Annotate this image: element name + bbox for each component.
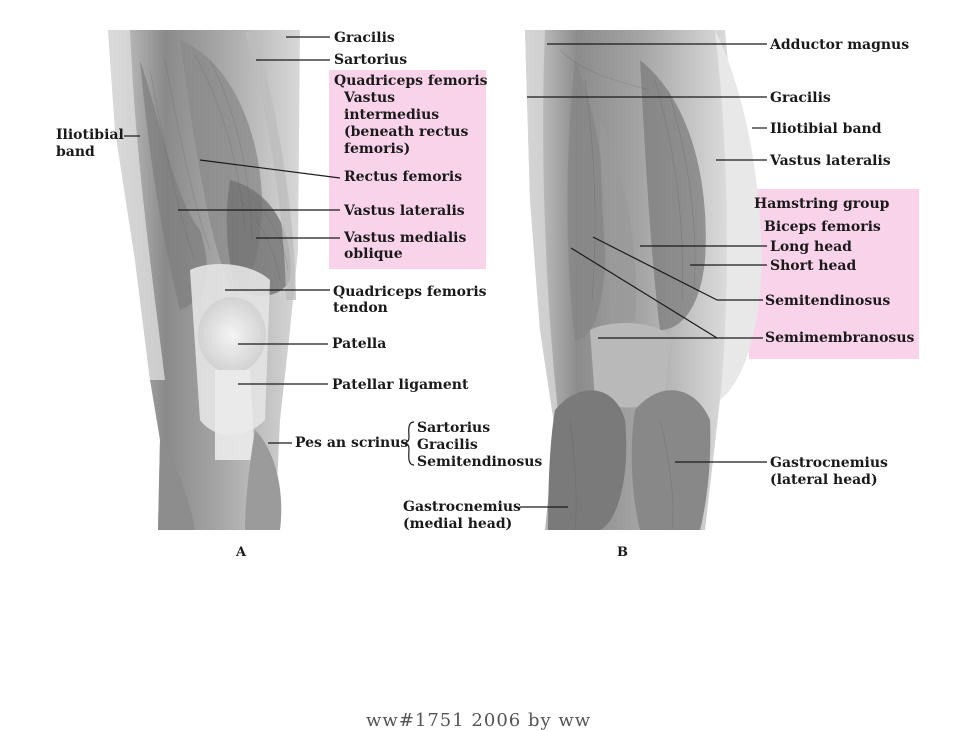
label-iliotibial-band-a-line1: Iliotibial (56, 127, 124, 143)
label-gastrocnemius-medial-line1: Gastrocnemius (403, 499, 521, 515)
panel-letter-a: A (236, 545, 247, 560)
label-vastus-intermedius-line4: femoris) (344, 141, 411, 157)
label-short-head: Short head (770, 258, 857, 274)
label-gracilis-a: Gracilis (334, 30, 395, 46)
label-sartorius-a: Sartorius (334, 52, 408, 68)
label-vastus-medialis-line2: oblique (344, 246, 403, 262)
label-vastus-intermedius-line2: intermedius (344, 107, 440, 123)
label-gastrocnemius-medial-line2: (medial head) (403, 516, 513, 532)
hamstring-highlight-box (749, 189, 919, 359)
label-pes-semitendinosus: Semitendinosus (417, 454, 543, 470)
label-vastus-lateralis-b: Vastus lateralis (770, 153, 891, 169)
label-hamstring-group: Hamstring group (754, 196, 890, 212)
label-iliotibial-band-b: Iliotibial band (770, 121, 882, 137)
label-semimembranosus: Semimembranosus (765, 330, 915, 346)
label-semitendinosus-b: Semitendinosus (765, 293, 891, 309)
label-pes-sartorius: Sartorius (417, 420, 491, 436)
label-vastus-intermedius-line1: Vastus (344, 90, 396, 106)
label-rectus-femoris: Rectus femoris (344, 169, 463, 185)
label-gastrocnemius-lateral-line2: (lateral head) (770, 472, 878, 488)
anterior-knee-illustration (108, 30, 300, 530)
label-patella: Patella (332, 336, 387, 352)
posterior-knee-illustration (525, 30, 762, 531)
footer-copyright: ww#1751 2006 by ww (366, 710, 592, 731)
label-gracilis-b: Gracilis (770, 90, 831, 106)
label-vastus-intermedius-line3: (beneath rectus (344, 124, 469, 140)
label-gastrocnemius-lateral-line1: Gastrocnemius (770, 455, 888, 471)
label-patellar-ligament: Patellar ligament (332, 377, 469, 393)
label-pes-anserinus: Pes an scrinus (295, 435, 409, 451)
panel-letter-b: B (617, 545, 628, 560)
label-iliotibial-band-a-line2: band (56, 144, 95, 160)
quadriceps-highlight-box (329, 70, 486, 269)
label-long-head: Long head (770, 239, 852, 255)
label-vastus-medialis-line1: Vastus medialis (344, 230, 467, 246)
label-pes-gracilis: Gracilis (417, 437, 478, 453)
label-vastus-lateralis-a: Vastus lateralis (344, 203, 465, 219)
label-quadriceps-tendon-line1: Quadriceps femoris (333, 284, 487, 300)
label-biceps-femoris: Biceps femoris (764, 219, 881, 235)
label-quadriceps-femoris: Quadriceps femoris (334, 73, 488, 89)
label-adductor-magnus: Adductor magnus (770, 37, 910, 53)
label-quadriceps-tendon-line2: tendon (333, 300, 388, 316)
